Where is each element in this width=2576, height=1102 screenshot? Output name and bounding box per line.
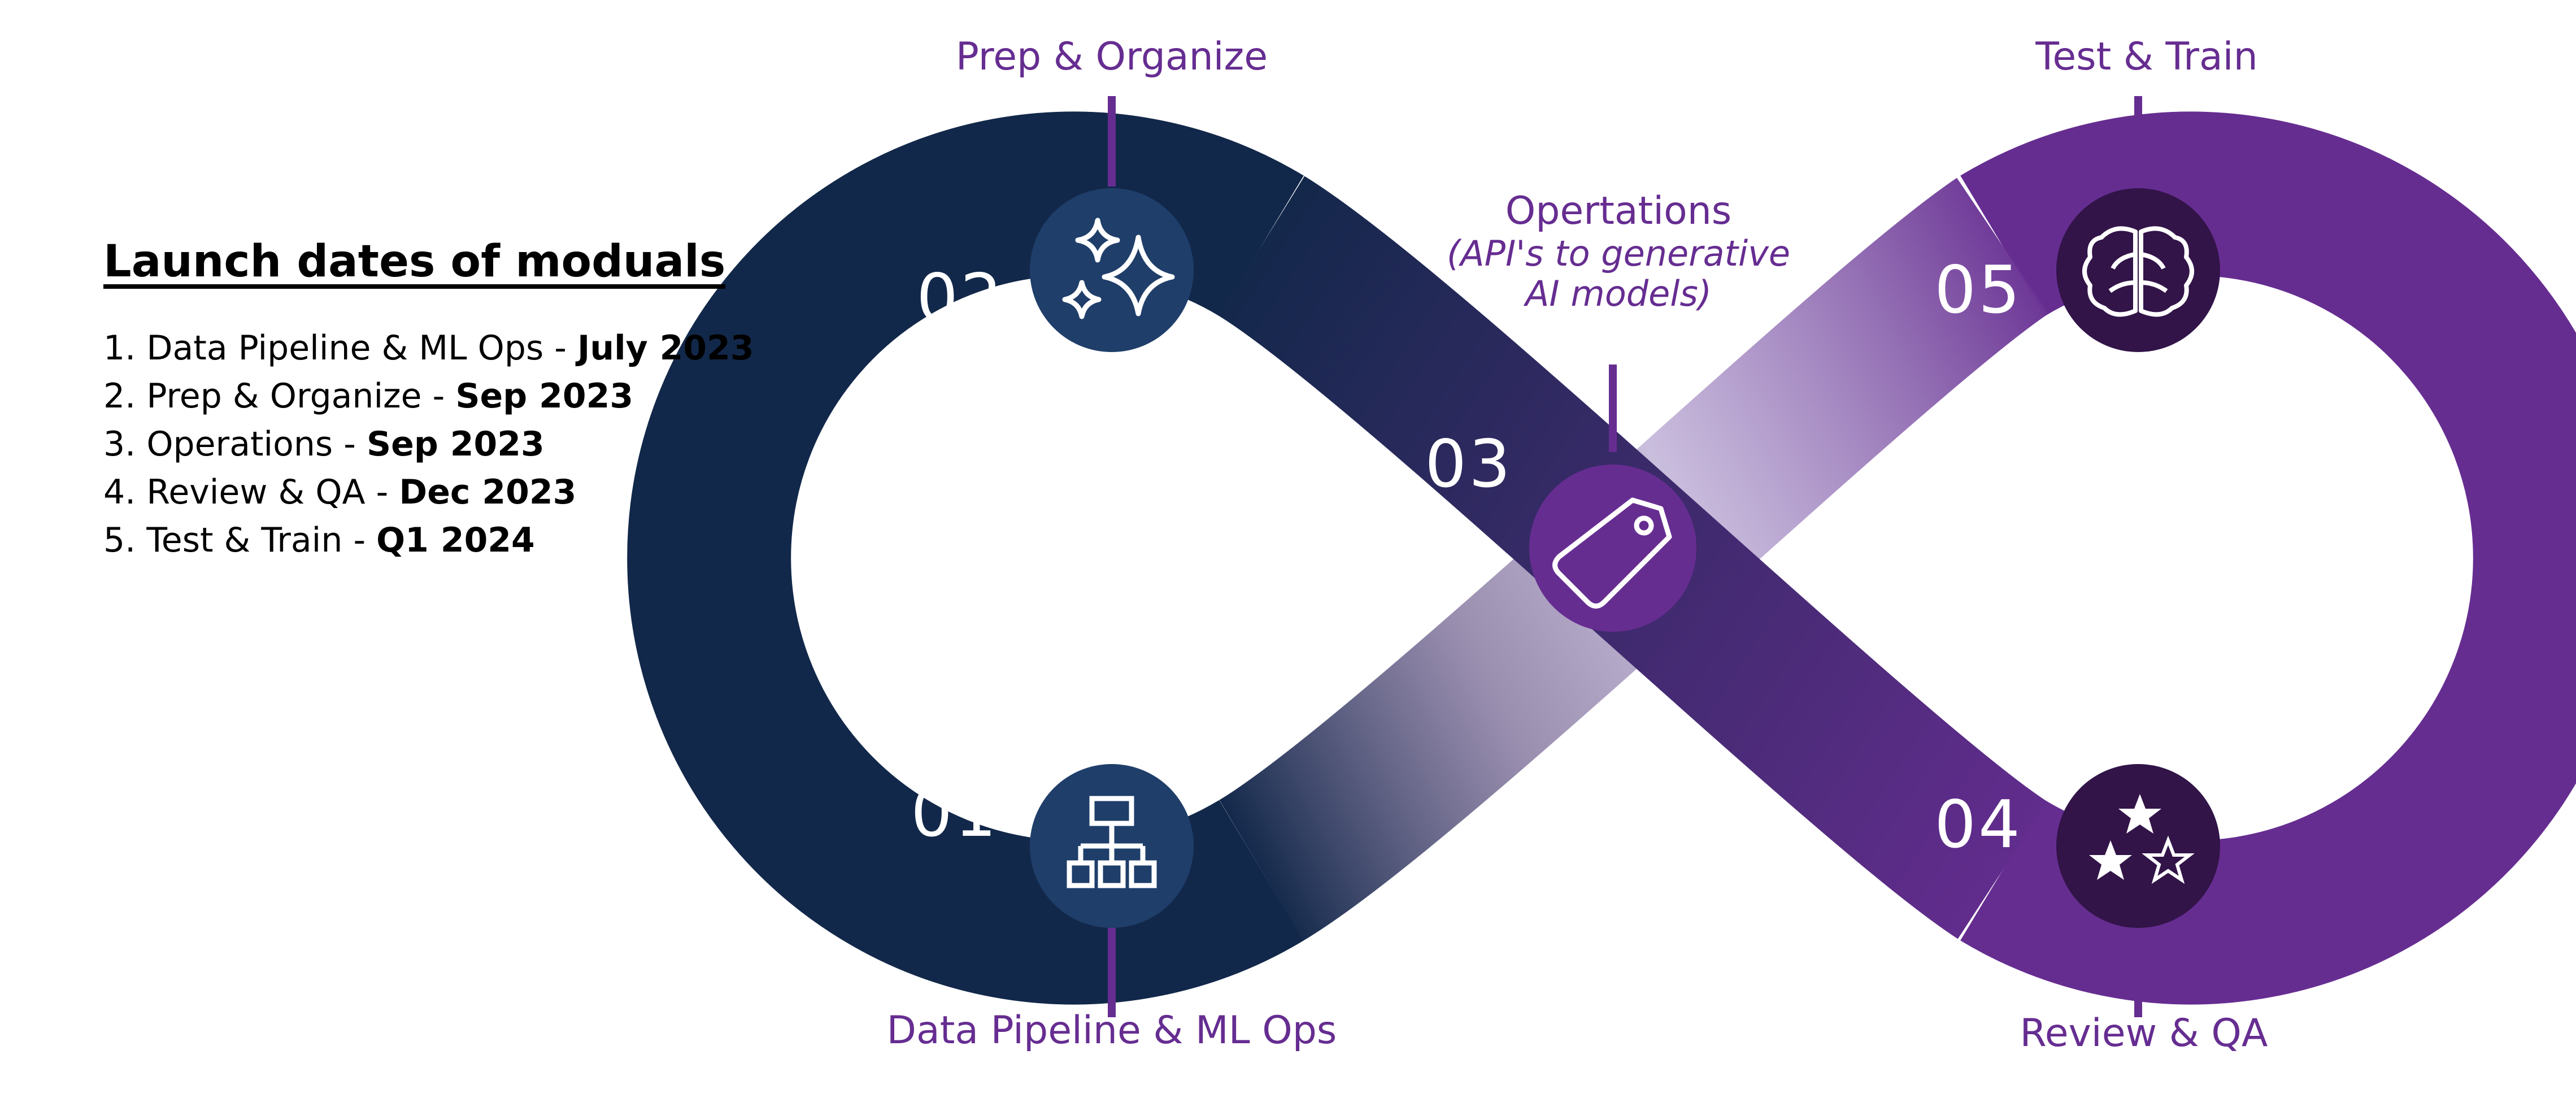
step-number-01: 01 (911, 775, 999, 852)
launch-date-item-5-date: Q1 2024 (376, 520, 535, 560)
label-data-pipeline: Data Pipeline & ML Ops (886, 1008, 1337, 1053)
launch-date-item-3-text: 3. Operations - (103, 424, 367, 464)
launch-date-item-2-date: Sep 2023 (455, 376, 634, 416)
launch-dates-title: Launch dates of moduals (103, 236, 726, 287)
node-01 (1030, 764, 1194, 928)
node-05 (2056, 188, 2220, 352)
launch-date-item-2: 2. Prep & Organize - Sep 2023 (103, 372, 810, 420)
launch-date-item-5: 5. Test & Train - Q1 2024 (103, 517, 810, 565)
label-test-train: Test & Train (2035, 34, 2258, 79)
label-prep-organize: Prep & Organize (955, 34, 1268, 79)
launch-date-item-4-text: 4. Review & QA - (103, 472, 399, 512)
brain-icon (2082, 226, 2194, 317)
left-lobe (627, 111, 1304, 1005)
launch-date-item-3-date: Sep 2023 (366, 424, 545, 464)
stars-rating-icon (2089, 794, 2195, 884)
tag-icon (1552, 497, 1672, 609)
launch-dates-panel: Launch dates of moduals 1. Data Pipeline… (103, 236, 810, 565)
launch-date-item-3: 3. Operations - Sep 2023 (103, 420, 810, 468)
label-operations-sub-2: AI models) (1525, 273, 1712, 315)
label-review-qa: Review & QA (2020, 1011, 2268, 1056)
launch-dates-list: 1. Data Pipeline & ML Ops - July 2023 2.… (103, 324, 810, 565)
launch-date-item-1-text: 1. Data Pipeline & ML Ops - (103, 328, 578, 368)
launch-date-item-1-date: July 2023 (577, 328, 754, 368)
node-02 (1030, 188, 1194, 352)
label-operations-title: Opertations (1505, 189, 1732, 233)
launch-date-item-4: 4. Review & QA - Dec 2023 (103, 468, 810, 517)
node-03 (1529, 465, 1696, 632)
label-operations: Opertations (API's to generative AI mode… (1447, 189, 1790, 314)
label-operations-sub-1: (API's to generative (1446, 233, 1791, 275)
node-04 (2056, 764, 2220, 928)
hierarchy-icon (1067, 796, 1157, 888)
launch-date-item-4-date: Dec 2023 (399, 472, 577, 512)
step-number-04: 04 (1934, 787, 2022, 863)
step-number-02: 02 (916, 260, 1004, 336)
step-number-05: 05 (1934, 252, 2022, 328)
sparkles-icon (1062, 218, 1175, 319)
launch-date-item-1: 1. Data Pipeline & ML Ops - July 2023 (103, 324, 810, 372)
launch-date-item-2-text: 2. Prep & Organize - (103, 376, 456, 416)
step-number-03: 03 (1425, 426, 1513, 502)
launch-date-item-5-text: 5. Test & Train - (103, 520, 377, 560)
right-lobe (1960, 111, 2576, 1005)
